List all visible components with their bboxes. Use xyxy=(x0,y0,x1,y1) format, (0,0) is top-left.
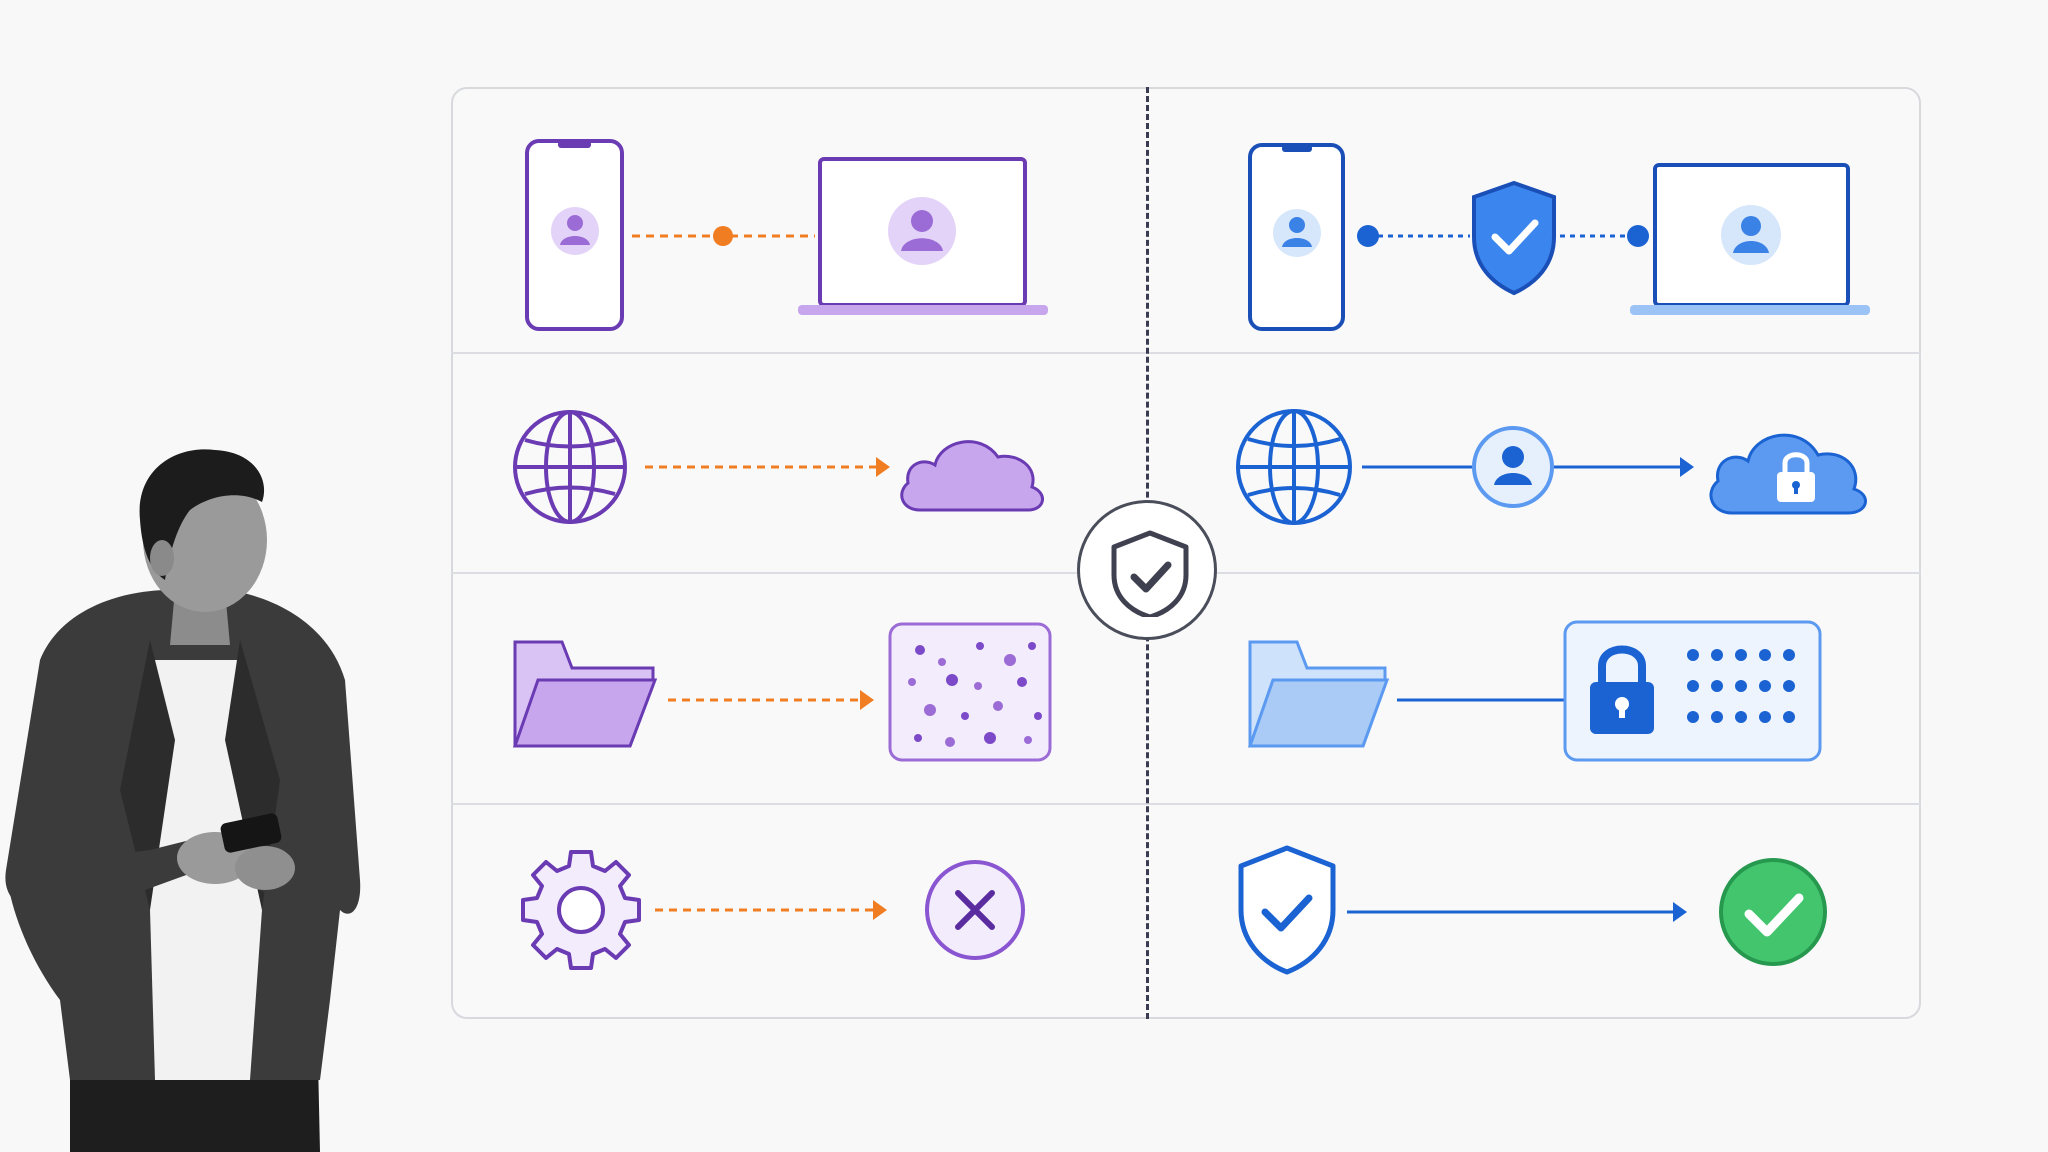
dashed-arrow xyxy=(645,457,890,477)
insecure-device-connection xyxy=(520,135,1060,335)
secure-verified-outcome xyxy=(1235,840,1835,980)
check-circle-icon xyxy=(1719,858,1827,966)
dashed-arrow xyxy=(668,690,874,710)
secure-web-to-cloud xyxy=(1232,405,1872,535)
cloud-icon xyxy=(900,440,1044,512)
shield-check-icon xyxy=(1238,845,1336,975)
insecure-file-storage xyxy=(510,620,1060,770)
secure-file-storage xyxy=(1245,620,1845,770)
shield-check-icon xyxy=(1111,530,1189,617)
row-divider xyxy=(451,803,1921,805)
dotted-connector xyxy=(1357,225,1649,247)
scattered-data-icon xyxy=(888,622,1052,762)
row-divider xyxy=(451,352,1921,354)
globe-icon xyxy=(513,410,627,524)
solid-arrow xyxy=(1362,457,1694,477)
solid-line xyxy=(1397,698,1565,702)
secure-device-connection xyxy=(1240,135,1880,335)
laptop-icon xyxy=(1630,163,1870,315)
folder-icon xyxy=(1247,640,1390,748)
center-shield-badge xyxy=(1077,500,1217,640)
dashed-connector xyxy=(632,226,815,246)
x-circle-icon xyxy=(925,860,1025,960)
globe-icon xyxy=(1236,409,1352,525)
dashed-arrow xyxy=(655,900,887,920)
smartphone-icon xyxy=(525,139,624,331)
folder-icon xyxy=(512,640,658,748)
encrypted-lock-icon xyxy=(1563,620,1822,762)
smartphone-icon xyxy=(1248,143,1345,331)
solid-arrow xyxy=(1347,902,1687,922)
laptop-icon xyxy=(798,157,1048,315)
gear-icon xyxy=(521,850,641,970)
user-badge-icon xyxy=(1472,426,1554,508)
shield-check-icon xyxy=(1472,180,1556,296)
insecure-web-to-cloud xyxy=(510,405,1060,535)
insecure-settings-outcome xyxy=(515,845,1060,975)
person-holding-phone xyxy=(5,449,361,1152)
cloud-lock-icon xyxy=(1709,433,1867,515)
